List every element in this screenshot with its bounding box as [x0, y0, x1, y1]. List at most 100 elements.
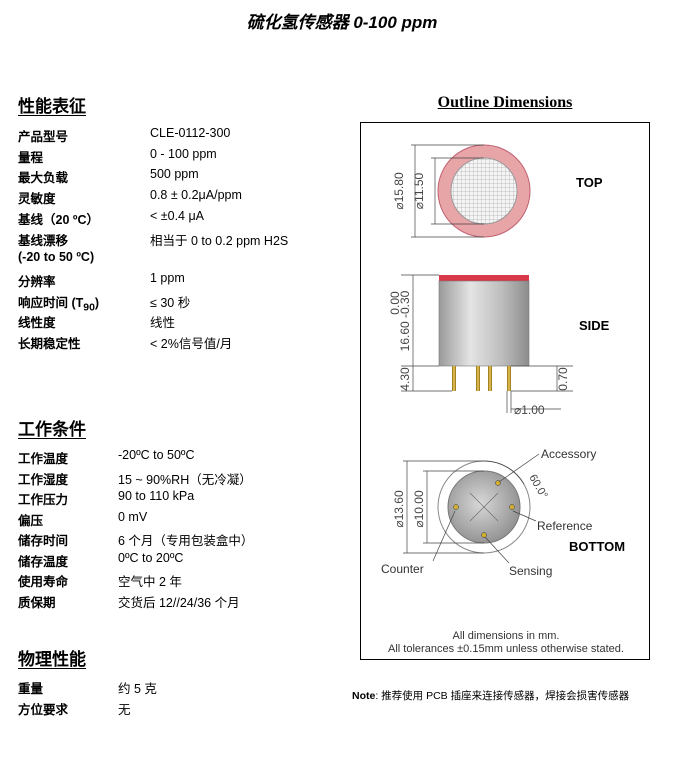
note-text: : 推荐使用 PCB 插座来连接传感器，焊接会损害传感器	[375, 690, 630, 702]
performance-key: 最大负载	[18, 171, 69, 186]
bottom-label: BOTTOM	[569, 539, 625, 554]
conditions-row: 储存时间 6 个月（专用包装盒中）	[18, 530, 338, 550]
dim-bottom-inner: ⌀10.00	[412, 490, 426, 528]
conditions-key: 质保期	[18, 595, 56, 610]
dim-bottom-outer: ⌀13.60	[392, 490, 406, 528]
label-sensing: Sensing	[509, 564, 552, 578]
dim-side-d: 0.70	[556, 367, 570, 391]
pin-counter	[453, 504, 459, 510]
pin-4	[507, 366, 511, 391]
physical-row: 方位要求 无	[18, 699, 338, 719]
performance-key: 分辨率	[18, 274, 56, 289]
conditions-key: 偏压	[18, 513, 44, 528]
performance-value: 线性	[150, 316, 176, 331]
physical-key: 方位要求	[18, 702, 69, 717]
footnote-2: All tolerances ±0.15mm unless otherwise …	[388, 643, 624, 655]
side-view: 0.00 16.60 -0.30 4.30 0.70 ⌀1.00 SIDE	[388, 274, 610, 417]
dim-top-outer: ⌀15.80	[392, 172, 406, 210]
dim-side-c: 4.30	[398, 367, 412, 391]
dim-top-inner: ⌀11.50	[412, 172, 426, 209]
conditions-key: 储存温度	[18, 554, 69, 569]
dim-angle: 60.0°	[526, 473, 549, 501]
section-heading-conditions: 工作条件	[18, 420, 86, 439]
performance-key: 基线漂移	[18, 233, 69, 248]
conditions-row: 偏压 0 mV	[18, 510, 338, 530]
performance-key: 线性度	[18, 316, 56, 331]
conditions-key: 工作湿度	[18, 472, 69, 487]
key-subscript: 90	[83, 302, 95, 314]
top-label: TOP	[576, 175, 603, 190]
label-accessory: Accessory	[541, 447, 596, 461]
physical-value: 约 5 克	[118, 682, 157, 696]
pin-reference	[509, 504, 515, 510]
performance-row: 最大负载 500 ppm	[18, 167, 338, 187]
top-mesh	[450, 157, 518, 225]
performance-row: 灵敏度 0.8 ± 0.2μA/ppm	[18, 188, 338, 208]
label-reference: Reference	[537, 519, 593, 533]
side-label: SIDE	[579, 318, 610, 333]
pin-2	[476, 366, 480, 391]
pin-3	[488, 366, 492, 391]
performance-value: 0 - 100 ppm	[150, 146, 217, 161]
conditions-value: 交货后 12//24/36 个月	[118, 595, 240, 610]
key-tail: )	[94, 295, 100, 310]
performance-row: 响应时间 (T90)≤ 30 秒	[18, 292, 338, 314]
conditions-row: 使用寿命 空气中 2 年	[18, 571, 338, 591]
performance-value: 0.8 ± 0.2μA/ppm	[150, 188, 242, 203]
outline-svg: ⌀15.80 ⌀11.50 TOP 0.00 16.60 -0.30 4.30 …	[381, 144, 625, 655]
bottom-view: 60.0° Accessory Reference Counter Sensin…	[381, 447, 625, 578]
performance-key: 灵敏度	[18, 192, 56, 207]
section-heading-physical: 物理性能	[18, 650, 86, 669]
physical-row: 重量 约 5 克	[18, 678, 338, 698]
conditions-value: 90 to 110 kPa	[118, 489, 195, 503]
physical-key: 重量	[18, 682, 44, 696]
performance-key: 基线（20 ºC）	[18, 212, 99, 227]
performance-key: (-20 to 50 ºC)	[18, 250, 95, 265]
performance-value: ≤ 30 秒	[150, 295, 191, 310]
conditions-row: 工作压力 90 to 110 kPa	[18, 489, 338, 509]
conditions-key: 工作压力	[18, 493, 69, 507]
conditions-value: 0ºC to 20ºC	[118, 550, 184, 565]
conditions-value: 0 mV	[118, 509, 148, 524]
performance-value: < ±0.4 μA	[150, 208, 205, 223]
performance-row: 线性度 线性	[18, 312, 338, 332]
performance-key: 长期稳定性	[18, 337, 81, 351]
performance-row: (-20 to 50 ºC)	[18, 250, 338, 270]
footnote-1: All dimensions in mm.	[453, 630, 560, 642]
conditions-row: 储存温度 0ºC to 20ºC	[18, 551, 338, 571]
performance-value: 500 ppm	[150, 167, 199, 182]
outline-drawing: ⌀15.80 ⌀11.50 TOP 0.00 16.60 -0.30 4.30 …	[360, 122, 650, 660]
performance-value: CLE-0112-300	[150, 126, 231, 140]
side-cap-band	[439, 275, 529, 283]
performance-value: < 2%信号值/月	[150, 337, 233, 351]
conditions-key: 工作温度	[18, 452, 69, 466]
side-body	[438, 280, 530, 367]
performance-value: 1 ppm	[150, 270, 185, 285]
section-heading-performance: 性能表征	[18, 97, 86, 116]
conditions-row: 工作温度 -20ºC to 50ºC	[18, 448, 338, 468]
performance-row: 长期稳定性 < 2%信号值/月	[18, 333, 338, 353]
pin-sensing	[481, 532, 487, 538]
conditions-row: 质保期 交货后 12//24/36 个月	[18, 592, 338, 612]
conditions-value: 6 个月（专用包装盒中）	[118, 534, 254, 548]
performance-row: 基线（20 ºC） < ±0.4 μA	[18, 209, 338, 229]
conditions-value: -20ºC to 50ºC	[118, 448, 195, 462]
note-label: Note	[352, 690, 376, 702]
conditions-key: 使用寿命	[18, 575, 69, 589]
dim-pin: ⌀1.00	[514, 403, 545, 417]
performance-row: 分辨率 1 ppm	[18, 271, 338, 291]
top-view: ⌀15.80 ⌀11.50 TOP	[392, 144, 603, 238]
dim-side-b: 16.60 -0.30	[398, 290, 412, 351]
outline-title: Outline Dimensions	[437, 94, 573, 111]
dim-side-a: 0.00	[388, 291, 402, 315]
pin-1	[452, 366, 456, 391]
performance-row: 基线漂移 相当于 0 to 0.2 ppm H2S	[18, 230, 338, 250]
physical-value: 无	[118, 702, 131, 717]
performance-value: 相当于 0 to 0.2 ppm H2S	[150, 233, 289, 248]
conditions-value: 空气中 2 年	[118, 575, 182, 589]
conditions-key: 储存时间	[18, 534, 69, 548]
page-title: 硫化氢传感器 0-100 ppm	[246, 13, 438, 32]
